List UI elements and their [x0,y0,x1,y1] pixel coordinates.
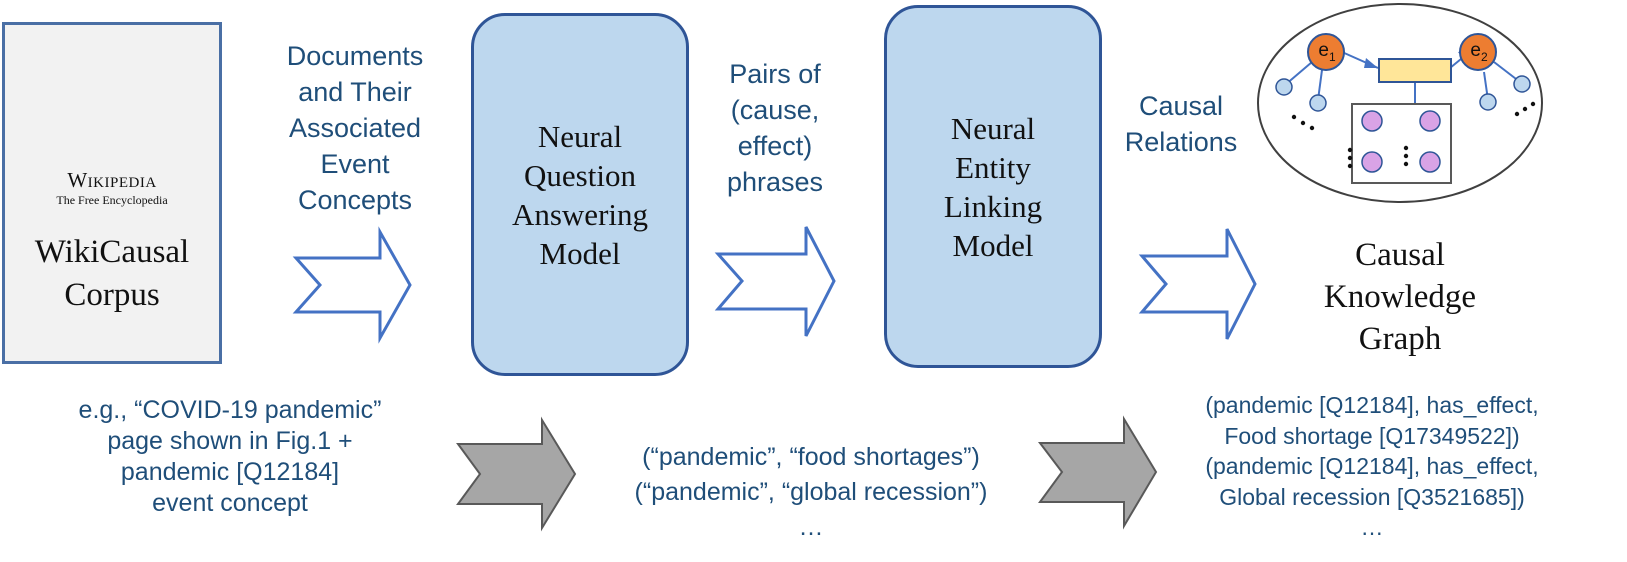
qa-model-label: Neural Question Answering Model [512,117,648,273]
entity-node-e2 [1459,33,1497,71]
wikipedia-tagline: The Free Encyclopedia [56,193,168,207]
label-line: (cause, [730,95,820,125]
sub-node [1419,151,1441,173]
graph-ellipsis-dots [1291,101,1536,169]
example-relations: (pandemic [Q12184], has_effect, Food sho… [1160,390,1584,543]
el-model-label: Neural Entity Linking Model [944,109,1042,265]
wikipedia-wordmark: Wikipedia [67,168,157,192]
sub-node [1419,110,1441,132]
entity-node-e2-label: e2 [1470,40,1488,64]
label-line: Event [320,149,390,179]
knowledge-graph-title: Causal Knowledge Graph [1290,234,1510,360]
example-line: (pandemic [Q12184], has_effect, [1205,453,1539,479]
question-answering-model-box: Neural Question Answering Model [471,13,689,376]
label-pairs: Pairs of (cause, effect) phrases [700,56,850,200]
edge-arrowhead [1364,58,1378,68]
example-line: … [798,513,824,541]
model-label-line: Linking [943,188,1043,224]
corpus-title-line: Corpus [64,277,160,313]
label-line: effect) [737,131,813,161]
graph-title-line: Graph [1358,321,1442,357]
example-line: pandemic [Q12184] [120,458,340,486]
relation-node [1378,58,1452,83]
graph-title-line: Causal [1355,237,1445,273]
flow-arrow-1 [292,226,412,344]
entity-node-e1-label: e1 [1318,40,1336,64]
example-pairs: (“pandemic”, “food shortages”) (“pandemi… [585,440,1037,545]
example-line: … [1360,514,1384,540]
label-line: Causal [1138,91,1224,121]
example-line: (“pandemic”, “food shortages”) [642,443,980,471]
example-arrow-2 [1037,415,1158,530]
model-label-line: Question [524,157,636,193]
leaf-node [1479,93,1497,111]
model-label-line: Neural [950,110,1036,146]
model-label-line: Model [952,227,1034,263]
corpus-title: WikiCausal Corpus [5,231,219,317]
label-line: phrases [726,167,824,197]
label-line: Documents [286,41,424,71]
entity-linking-model-box: Neural Entity Linking Model [884,5,1102,368]
label-line: and Their [298,77,412,107]
label-line: Relations [1124,127,1238,157]
example-line: Food shortage [Q17349522]) [1224,422,1520,449]
example-line: (“pandemic”, “global recession”) [634,478,988,506]
model-label-line: Model [539,235,621,271]
leaf-node [1309,94,1327,112]
label-line: Pairs of [729,59,821,89]
label-documents: Documents and Their Associated Event Con… [262,38,448,218]
sub-node [1361,151,1383,173]
flow-arrow-2 [714,226,836,337]
example-line: page shown in Fig.1 + [107,427,353,455]
example-line: Global recession [Q3521685]) [1219,483,1525,510]
model-label-line: Entity [955,149,1031,185]
example-line: (pandemic [Q12184], has_effect, [1205,392,1539,418]
corpus-title-line: WikiCausal [34,234,190,270]
label-line: Associated [288,113,422,143]
leaf-node [1275,78,1293,96]
graph-title-line: Knowledge [1323,279,1477,315]
label-line: Concepts [297,185,413,215]
example-line: e.g., “COVID-19 pandemic” [78,396,382,424]
label-causal-relations: Causal Relations [1110,88,1252,160]
entity-node-e1 [1307,33,1345,71]
example-line: event concept [152,489,308,517]
example-input: e.g., “COVID-19 pandemic” page shown in … [10,395,450,519]
flow-arrow-3 [1138,228,1257,340]
model-label-line: Neural [537,118,623,154]
sub-node [1361,110,1383,132]
example-arrow-1 [456,416,577,532]
leaf-node [1513,75,1531,93]
model-label-line: Answering [511,196,649,232]
wikicausal-corpus-card: Wikipedia The Free Encyclopedia WikiCaus… [2,22,222,364]
